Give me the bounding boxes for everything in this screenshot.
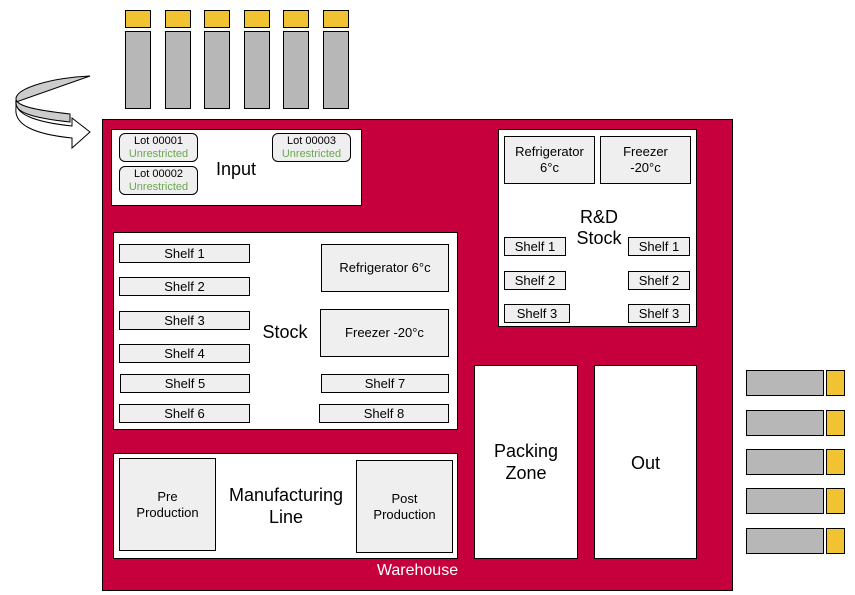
warehouse-label: Warehouse xyxy=(376,562,459,579)
pre-production-line2: Production xyxy=(136,504,199,520)
truck-icon xyxy=(283,31,309,109)
lot-status: Unrestricted xyxy=(281,147,342,160)
stock-label: Stock xyxy=(262,322,308,342)
truck-icon xyxy=(826,449,845,475)
rd-stock-label-line2: Stock xyxy=(576,228,622,248)
truck-icon xyxy=(826,370,845,396)
rd-shelf-left[interactable]: Shelf 2 xyxy=(504,271,566,290)
lot-card[interactable]: Lot 00002 Unrestricted xyxy=(119,166,198,195)
out-zone[interactable] xyxy=(594,365,697,559)
truck-icon xyxy=(746,488,824,514)
truck-icon xyxy=(244,10,270,28)
rd-shelf-right[interactable]: Shelf 2 xyxy=(628,271,690,290)
curved-arrow-icon xyxy=(15,75,91,150)
rd-stock-label-line1: R&D xyxy=(579,207,618,227)
input-label: Input xyxy=(215,159,257,179)
truck-icon xyxy=(283,10,309,28)
rd-freezer-label: Freezer xyxy=(623,144,668,159)
lot-name: Lot 00001 xyxy=(134,134,183,147)
packing-zone-label-line2: Zone xyxy=(505,463,547,483)
post-production[interactable]: Post Production xyxy=(356,460,453,553)
lot-status: Unrestricted xyxy=(128,147,189,160)
lot-card[interactable]: Lot 00001 Unrestricted xyxy=(119,133,198,162)
truck-icon xyxy=(323,31,349,109)
manufacturing-label-line2: Line xyxy=(268,507,304,527)
rd-refrigerator-temp: 6°c xyxy=(540,160,559,175)
rd-shelf-left[interactable]: Shelf 1 xyxy=(504,237,566,256)
lot-name: Lot 00003 xyxy=(287,134,336,147)
rd-freezer-temp: -20°c xyxy=(630,160,661,175)
truck-icon xyxy=(826,528,845,554)
stock-shelf[interactable]: Shelf 1 xyxy=(119,244,250,263)
truck-icon xyxy=(746,528,824,554)
truck-icon xyxy=(826,488,845,514)
rd-stock-label: R&D Stock xyxy=(565,207,633,249)
truck-icon xyxy=(204,31,230,109)
pre-production-line1: Pre xyxy=(157,488,178,504)
rd-refrigerator-label: Refrigerator xyxy=(515,144,584,159)
pre-production[interactable]: Pre Production xyxy=(119,458,216,551)
stock-shelf[interactable]: Shelf 2 xyxy=(119,277,250,296)
truck-icon xyxy=(165,10,191,28)
manufacturing-label: Manufacturing Line xyxy=(222,484,350,528)
post-production-line2: Production xyxy=(373,506,436,522)
packing-zone-label-line1: Packing xyxy=(493,441,559,461)
packing-zone[interactable] xyxy=(474,365,578,559)
truck-icon xyxy=(244,31,270,109)
stock-shelf[interactable]: Shelf 3 xyxy=(119,311,250,330)
rd-shelf-right[interactable]: Shelf 3 xyxy=(628,304,690,323)
rd-freezer[interactable]: Freezer -20°c xyxy=(600,136,691,184)
manufacturing-label-line1: Manufacturing xyxy=(228,485,344,505)
truck-icon xyxy=(746,449,824,475)
packing-zone-label: Packing Zone xyxy=(474,440,578,484)
truck-icon xyxy=(125,10,151,28)
stock-shelf[interactable]: Shelf 6 xyxy=(119,404,250,423)
truck-icon xyxy=(826,410,845,436)
truck-icon xyxy=(204,10,230,28)
truck-icon xyxy=(323,10,349,28)
stock-shelf[interactable]: Shelf 8 xyxy=(319,404,449,423)
lot-card[interactable]: Lot 00003 Unrestricted xyxy=(272,133,351,162)
truck-icon xyxy=(165,31,191,109)
truck-icon xyxy=(125,31,151,109)
stock-freezer[interactable]: Freezer -20°c xyxy=(320,309,449,357)
post-production-line1: Post xyxy=(391,490,418,506)
lot-name: Lot 00002 xyxy=(134,167,183,180)
stock-shelf[interactable]: Shelf 5 xyxy=(120,374,250,393)
rd-refrigerator[interactable]: Refrigerator 6°c xyxy=(504,136,595,184)
rd-shelf-right[interactable]: Shelf 1 xyxy=(628,237,690,256)
truck-icon xyxy=(746,410,824,436)
stock-shelf[interactable]: Shelf 4 xyxy=(119,344,250,363)
truck-icon xyxy=(746,370,824,396)
rd-shelf-left[interactable]: Shelf 3 xyxy=(504,304,570,323)
stock-refrigerator[interactable]: Refrigerator 6°c xyxy=(321,244,449,292)
stock-shelf[interactable]: Shelf 7 xyxy=(321,374,449,393)
out-label: Out xyxy=(630,453,660,473)
lot-status: Unrestricted xyxy=(128,180,189,193)
